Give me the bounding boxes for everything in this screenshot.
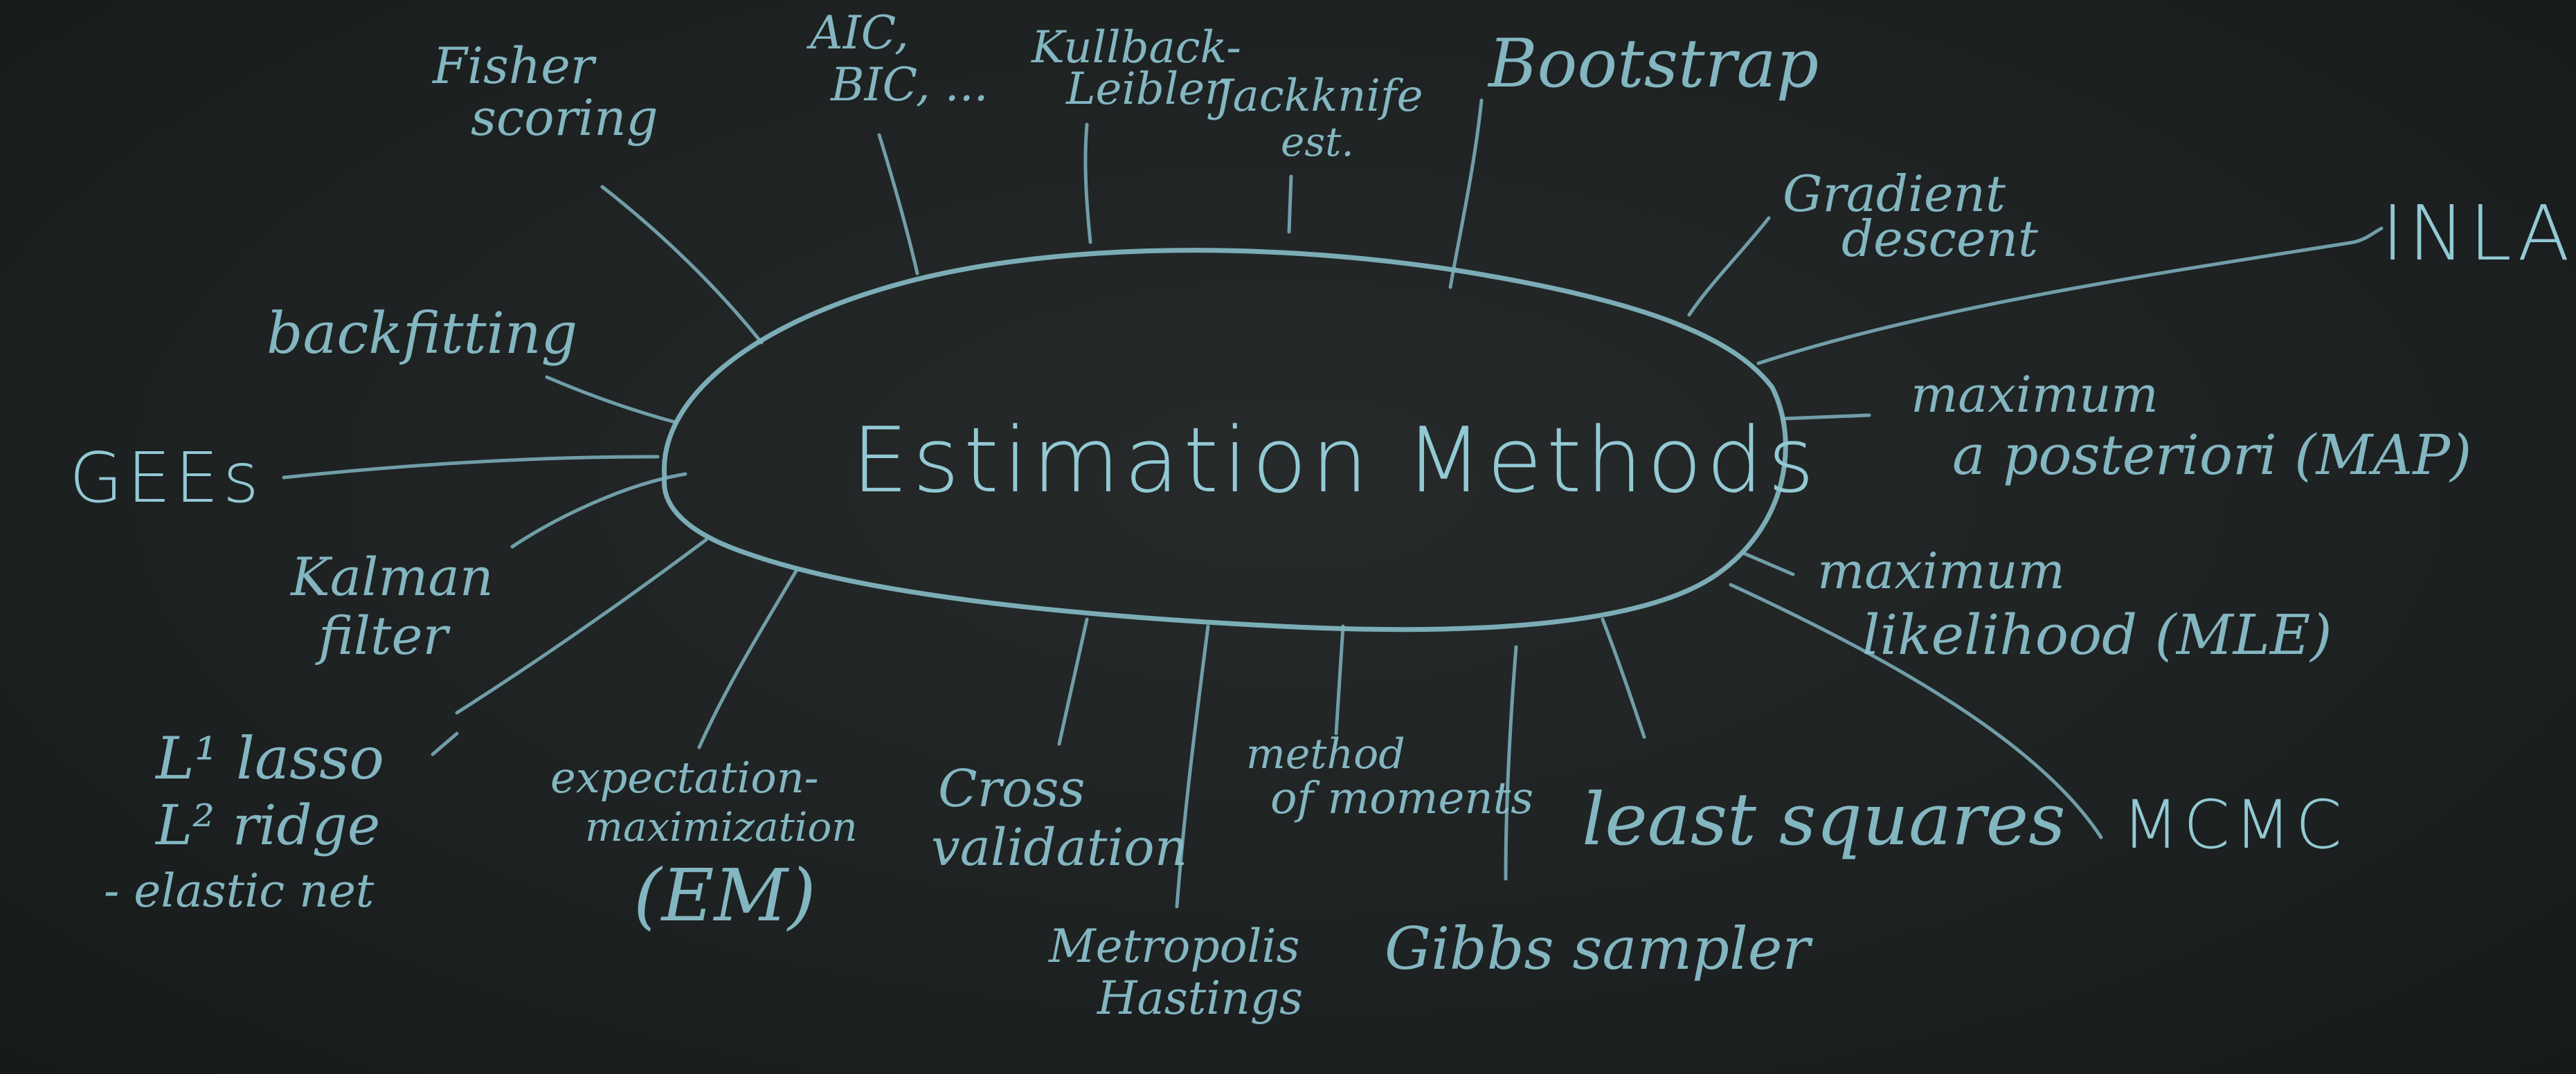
node-reg-line3: - elastic net (104, 864, 375, 918)
line-kalman (510, 472, 687, 549)
line-bootstrap (1448, 98, 1484, 289)
line-backfitting (545, 375, 677, 424)
line-reg-dash (431, 731, 459, 756)
node-mh-line2: Hastings (1097, 972, 1303, 1025)
line-mh (1175, 624, 1210, 909)
line-mle (1742, 552, 1795, 576)
line-mcmc (1729, 583, 2103, 839)
node-gees: GEEs (69, 437, 263, 518)
line-least-squares (1601, 617, 1646, 739)
center-title: Estimation Methods (852, 408, 1819, 513)
line-kl (1083, 122, 1092, 244)
node-least-squares: least squares (1582, 777, 2066, 862)
node-gradient-line1: Gradient (1783, 165, 2006, 223)
node-fisher-line2: scoring (471, 89, 658, 147)
node-gradient-line2: descent (1841, 210, 2039, 268)
node-jackknife-line2: est. (1281, 118, 1354, 165)
node-em-line3: (EM) (633, 853, 816, 938)
node-em-line2: maximization (585, 803, 858, 850)
line-map (1781, 413, 1871, 421)
node-gibbs: Gibbs sampler (1385, 915, 1814, 983)
line-em (697, 569, 798, 749)
node-kalman-line2: filter (315, 605, 451, 666)
node-mle-line1: maximum (1817, 542, 2065, 600)
node-mle-line2: likelihood (MLE) (1862, 603, 2332, 667)
connector-lines (282, 98, 2384, 909)
line-aic (877, 133, 919, 275)
center-oval (661, 248, 1788, 632)
node-cv-line1: Cross (938, 759, 1086, 819)
node-backfitting: backfitting (267, 301, 577, 367)
node-jackknife-line1: Jackknife (1207, 71, 1423, 122)
line-cv (1057, 617, 1089, 746)
line-mom (1334, 624, 1345, 736)
node-kalman-line1: Kalman (289, 546, 494, 608)
node-map-line2: a posteriori (MAP) (1952, 423, 2471, 487)
node-kl-line1: Kullback- (1031, 22, 1241, 73)
node-aic-line1: AIC, (806, 6, 909, 60)
node-mom-line1: method (1246, 730, 1405, 779)
line-jack (1287, 174, 1293, 234)
node-kl-line2: Leibler (1065, 64, 1228, 115)
line-inla (1756, 226, 2384, 365)
node-inla: INLA (2381, 189, 2574, 277)
node-aic-line2: BIC, ... (830, 58, 989, 111)
line-gibbs (1504, 645, 1518, 881)
node-mom-line2: of moments (1270, 773, 1533, 824)
node-mh-line1: Metropolis (1048, 920, 1300, 973)
node-labels: Fisher scoring AIC, BIC, ... Kullback- L… (69, 6, 2574, 1025)
node-fisher-line1: Fisher (431, 37, 597, 95)
node-reg-line1: L¹ lasso (154, 725, 384, 792)
node-em-line1: expectation- (550, 752, 819, 803)
node-map-line1: maximum (1911, 365, 2159, 424)
line-gees (282, 455, 660, 480)
node-cv-line2: validation (931, 818, 1187, 877)
node-mcmc: MCMC (2122, 786, 2346, 864)
line-grad (1687, 216, 1771, 317)
node-bootstrap: Bootstrap (1487, 25, 1819, 102)
node-reg-line2: L² ridge (154, 793, 380, 857)
line-reg (455, 538, 708, 715)
line-fisher (600, 185, 764, 345)
